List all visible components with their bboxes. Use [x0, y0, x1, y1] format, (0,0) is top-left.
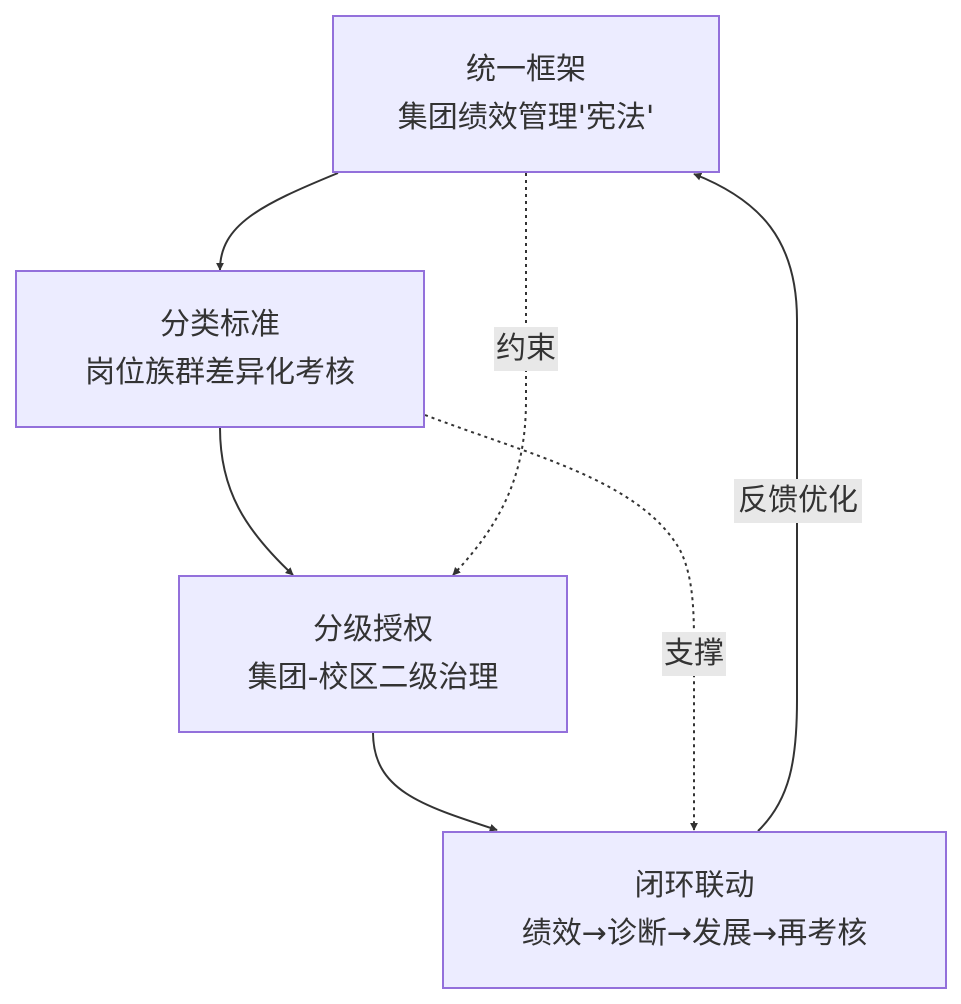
edge-standards-to-authorization	[219, 427, 294, 576]
node-tiered-authorization: 分级授权 集团-校区二级治理	[178, 575, 568, 733]
edge-closedloop-to-framework-feedback	[693, 172, 798, 832]
node-classification-standards: 分类标准 岗位族群差异化考核	[15, 270, 425, 428]
node-classification-standards-subtitle: 岗位族群差异化考核	[85, 355, 355, 390]
edge-label-feedback: 反馈优化	[734, 479, 862, 523]
edge-framework-to-authorization-constrain	[452, 173, 527, 576]
node-classification-standards-title: 分类标准	[160, 307, 280, 342]
edge-label-constrain: 约束	[494, 327, 558, 371]
node-closed-loop-linkage-subtitle: 绩效→诊断→发展→再考核	[521, 916, 868, 951]
node-unified-framework: 统一框架 集团绩效管理'宪法'	[332, 15, 720, 173]
edge-authorization-to-closedloop	[372, 731, 498, 832]
node-closed-loop-linkage: 闭环联动 绩效→诊断→发展→再考核	[442, 831, 947, 989]
node-unified-framework-subtitle: 集团绩效管理'宪法'	[397, 100, 655, 135]
edge-label-support: 支撑	[662, 632, 726, 676]
node-closed-loop-linkage-title: 闭环联动	[634, 868, 755, 903]
edge-framework-to-standards	[216, 172, 339, 271]
node-unified-framework-title: 统一框架	[466, 52, 586, 87]
node-tiered-authorization-title: 分级授权	[313, 612, 433, 647]
edge-standards-to-closedloop-support	[424, 414, 698, 831]
node-tiered-authorization-subtitle: 集团-校区二级治理	[247, 660, 499, 695]
